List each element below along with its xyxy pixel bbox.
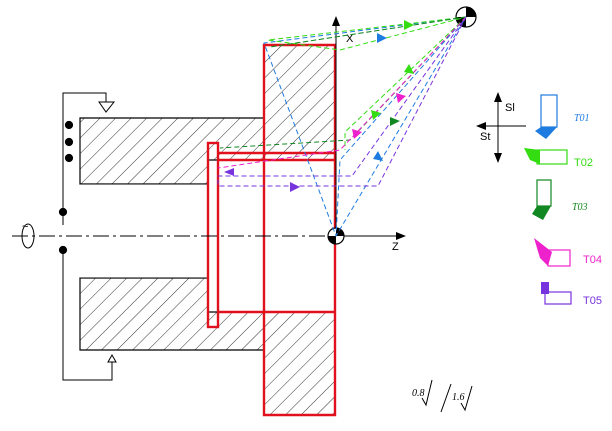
fixture-lower-bracket (62, 248, 113, 381)
tool-path-t01-finish (335, 16, 467, 237)
groove-contour (206, 141, 220, 329)
spindle-rotation-icon: ~ (21, 221, 35, 249)
locator-arrow-bottom (107, 353, 117, 363)
tool-path-t02-bore (344, 16, 467, 150)
fixture-upper-bracket (62, 92, 107, 225)
arrow-t02-low (371, 110, 381, 120)
surface-roughness-symbols (421, 379, 473, 413)
tool-path-t03 (269, 16, 467, 48)
z-axis: Z (336, 232, 406, 253)
arrow-t01-low (373, 151, 383, 161)
tool-label-t02: T02 (574, 157, 593, 169)
locator-dot-4 (58, 207, 68, 217)
feed-direction-indicator (476, 92, 526, 163)
direction-label-st: St (480, 131, 490, 143)
locator-dot-3 (64, 153, 74, 163)
tool-label-t01: T01 (574, 113, 590, 124)
tool-label-t04: T04 (583, 254, 602, 266)
tool-path-t05 (217, 16, 467, 187)
tool-label-t05: T05 (583, 295, 602, 307)
roughness-value-2: 1.6 (452, 392, 465, 403)
arrow-t05-left (224, 168, 234, 176)
roughness-value-1: 0.8 (412, 388, 425, 399)
tool-path-t01 (263, 16, 467, 238)
roughness-separator (440, 383, 452, 413)
x-axis: X (332, 16, 354, 236)
locator-dot-1 (64, 120, 74, 130)
workpiece (79, 44, 336, 416)
x-axis-label: X (346, 33, 354, 45)
tool-path-t02 (267, 16, 467, 51)
tool-icon-t02 (524, 148, 568, 165)
tool-icon-t04 (534, 238, 571, 267)
tool-path-t04 (217, 16, 467, 169)
fixture (58, 92, 117, 381)
outer-contour (262, 43, 337, 417)
direction-label-sl: Sl (505, 102, 515, 114)
spindle-rotation-glyph: ~ (22, 221, 28, 233)
tool-icon-t03 (532, 179, 552, 220)
tool-paths (217, 16, 467, 238)
locator-dot-2 (64, 137, 74, 147)
arrow-t04-low (352, 129, 362, 139)
arrow-t02-mid (404, 64, 414, 74)
arrow-t05-right (290, 182, 300, 192)
clamp-symbol-top (98, 101, 116, 113)
finish-contour (206, 43, 337, 417)
path-arrowheads (224, 20, 414, 192)
roughness-check-1 (421, 379, 433, 407)
locator-dot-5 (58, 245, 68, 255)
arrow-t04-mid (396, 93, 406, 103)
tool-icon-t01 (535, 94, 558, 139)
roughness-check-2 (460, 385, 473, 412)
tool-icon-t05 (541, 282, 572, 305)
arrow-t02-top (404, 20, 414, 30)
tool-legend: T01 T02 T03 T04 T05 (524, 94, 602, 307)
tool-label-t03: T03 (572, 202, 588, 213)
z-axis-label: Z (392, 241, 399, 253)
bore-cavity (80, 184, 208, 278)
arrow-t01-top (377, 33, 387, 43)
arrow-t03-low (390, 117, 400, 126)
